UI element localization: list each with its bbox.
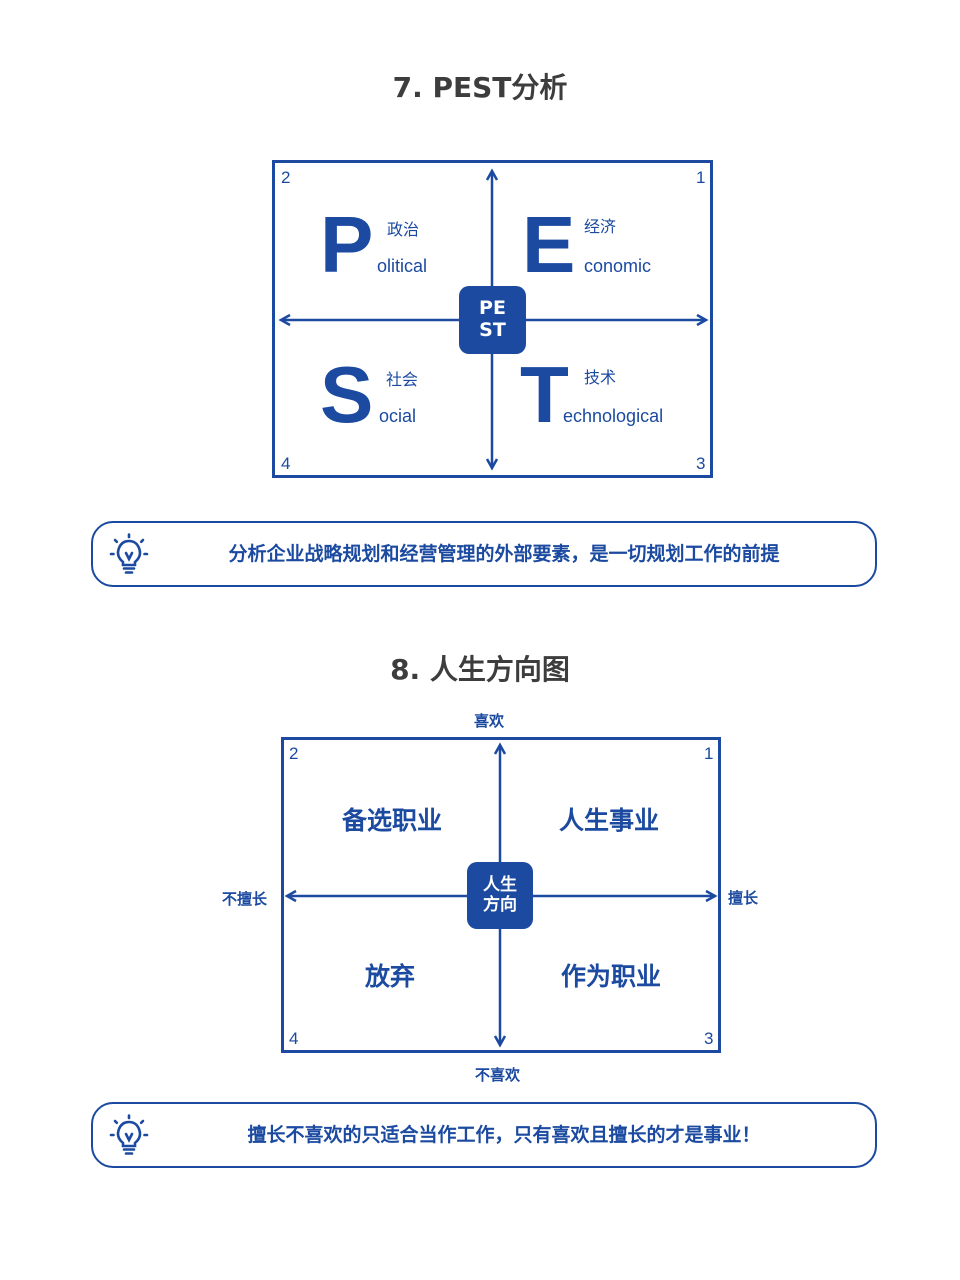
- quadrant-2-label: 备选职业: [341, 806, 442, 835]
- pest-corner-2: 2: [281, 168, 291, 187]
- life-frame: [281, 737, 721, 1053]
- life-corner-2: 2: [289, 744, 299, 763]
- arrowhead-icon: [696, 313, 709, 327]
- pest-center-line-2: ST: [479, 319, 506, 341]
- quadrant-4-label: 放弃: [364, 962, 415, 991]
- pest-center-badge: PE ST: [459, 286, 526, 354]
- pest-letter-p: P: [320, 200, 374, 289]
- life-center-badge: 人生 方向: [467, 862, 533, 929]
- lightbulb-icon: [109, 1114, 149, 1155]
- arrowhead-icon: [485, 168, 499, 181]
- life-corner-4: 4: [289, 1029, 299, 1048]
- arrowhead-icon: [705, 889, 718, 903]
- life-title: 8. 人生方向图: [390, 653, 570, 686]
- life-corner-1: 1: [704, 744, 714, 763]
- pest-frame: [272, 160, 713, 478]
- arrowhead-icon: [284, 889, 297, 903]
- pest-corner-1: 1: [696, 168, 706, 187]
- pest-letter-e: E: [522, 200, 576, 289]
- pest-title: 7. PEST分析: [392, 71, 568, 104]
- pest-en-political: olitical: [377, 256, 428, 276]
- arrowhead-icon: [278, 313, 291, 327]
- arrowhead-icon: [485, 458, 499, 471]
- quadrant-1-label: 人生事业: [558, 806, 659, 835]
- pest-letter-t: T: [520, 350, 569, 439]
- pest-en-technological: echnological: [563, 406, 664, 426]
- pest-cn-social: 社会: [386, 370, 419, 389]
- pest-center-line-1: PE: [479, 297, 506, 320]
- pest-letter-s: S: [320, 350, 374, 439]
- pest-corner-3: 3: [696, 454, 706, 473]
- axis-label-right: 擅长: [728, 889, 759, 907]
- pest-cn-technological: 技术: [584, 368, 617, 387]
- pest-cn-economic: 经济: [584, 217, 617, 236]
- pest-tip-text: 分析企业战略规划和经营管理的外部要素，是一切规划工作的前提: [228, 543, 780, 565]
- life-center-line-2: 方向: [483, 894, 517, 915]
- pest-en-economic: conomic: [584, 256, 652, 276]
- axis-label-top: 喜欢: [474, 712, 505, 730]
- arrowhead-icon: [493, 742, 507, 755]
- pest-cn-political: 政治: [387, 220, 420, 239]
- pest-en-social: ocial: [379, 406, 417, 426]
- pest-tip-box: 分析企业战略规划和经营管理的外部要素，是一切规划工作的前提: [91, 521, 877, 587]
- life-center-line-1: 人生: [483, 874, 517, 895]
- axis-label-bottom: 不喜欢: [475, 1066, 521, 1084]
- life-tip-box: 擅长不喜欢的只适合当作工作，只有喜欢且擅长的才是事业！: [91, 1102, 877, 1168]
- axis-label-left: 不擅长: [222, 890, 268, 908]
- life-corner-3: 3: [704, 1029, 714, 1048]
- arrowhead-icon: [493, 1035, 507, 1048]
- lightbulb-icon: [109, 533, 149, 574]
- life-tip-text: 擅长不喜欢的只适合当作工作，只有喜欢且擅长的才是事业！: [247, 1124, 761, 1146]
- quadrant-3-label: 作为职业: [560, 962, 661, 991]
- pest-corner-4: 4: [281, 454, 291, 473]
